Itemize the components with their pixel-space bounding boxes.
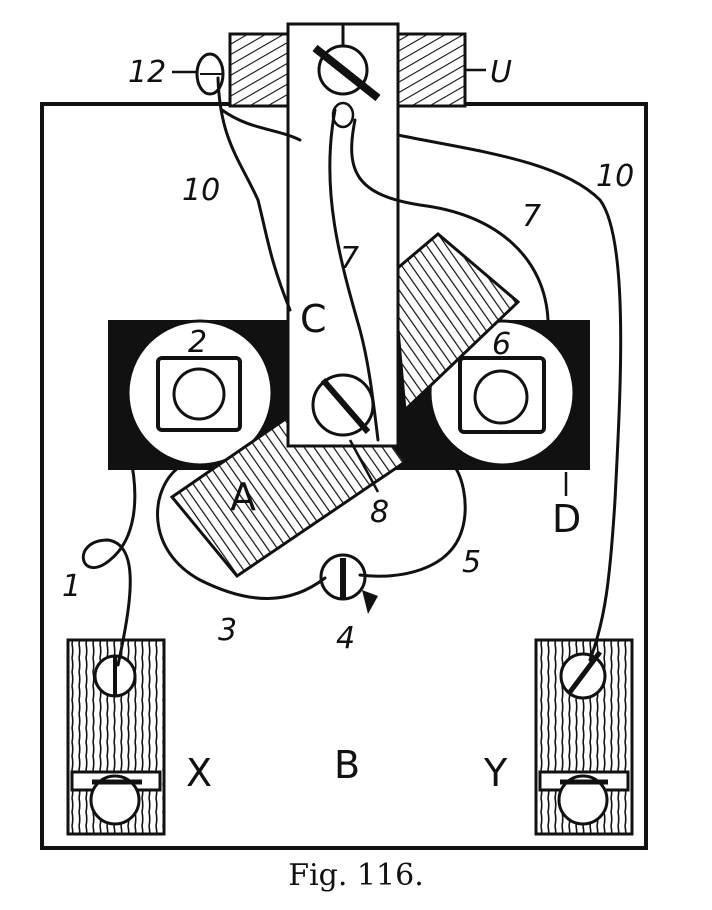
label-a: A [230,475,256,519]
armature-upper [391,232,521,414]
label-2: 2 [188,325,207,360]
wire-10-right [396,133,623,662]
label-6: 6 [492,327,511,362]
label-y: Y [483,751,508,795]
wire-7-right [350,118,550,322]
label-8: 8 [370,495,389,530]
terminal-y-screw-bottom [557,774,609,826]
label-7-mid: 7 [340,241,359,276]
bell-diagram: 12 U 10 10 7 7 C 2 6 A 8 D 5 1 3 4 B X Y [40,22,648,850]
label-1: 1 [62,569,81,604]
wire-7-mid [328,108,380,442]
label-12: 12 [128,55,166,90]
label-10-left: 10 [182,173,220,208]
wires [81,76,623,667]
label-5: 5 [462,545,481,580]
label-7-right: 7 [522,199,541,234]
label-3: 3 [218,613,237,648]
terminal-x-screw-bottom [89,774,141,826]
label-d: D [552,497,581,541]
figure-caption: Fig. 116. [288,858,424,893]
label-10-right: 10 [596,159,634,194]
label-x: X [186,751,212,795]
wire-3 [156,466,327,600]
wire-12-bar [220,108,302,142]
block-u-right [393,32,467,108]
wire-5 [358,460,467,578]
label-b: B [334,743,360,787]
wire-10-left [216,76,292,312]
label-4: 4 [336,621,355,656]
label-c: C [300,297,327,341]
label-u: U [490,55,512,90]
wire-1 [81,453,137,667]
